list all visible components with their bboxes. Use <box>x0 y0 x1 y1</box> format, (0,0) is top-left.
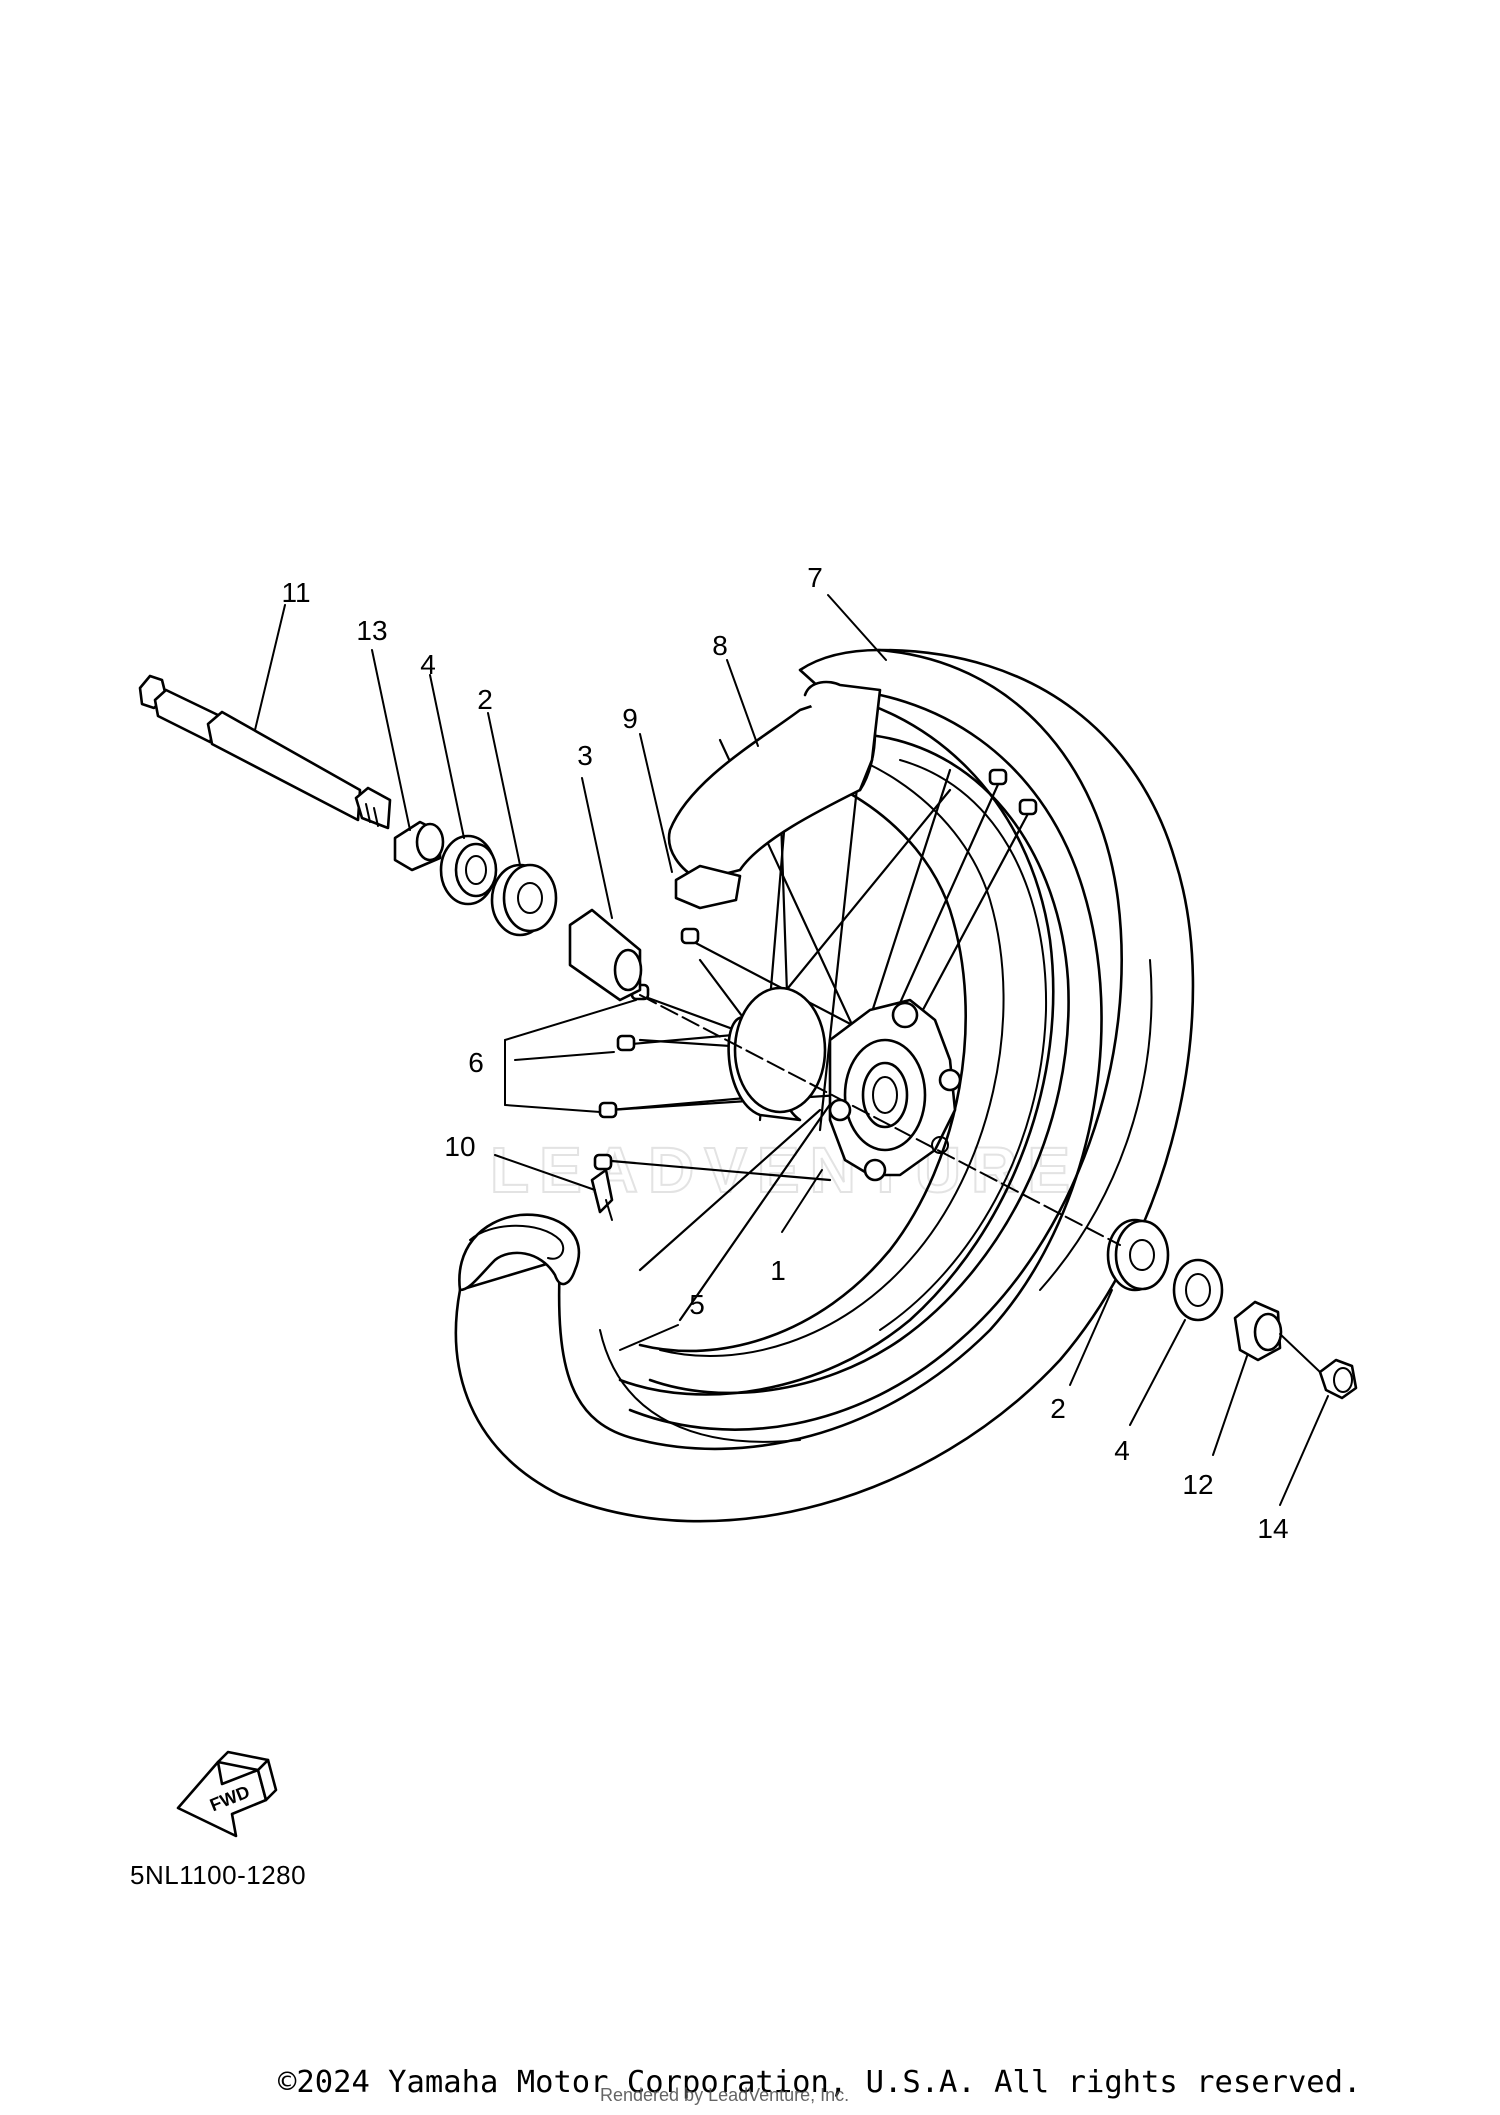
collar-12 <box>1233 1300 1283 1362</box>
spoke-nipple-5 <box>593 1153 613 1171</box>
callout-2-left: 2 <box>477 684 493 715</box>
callout-9: 9 <box>622 703 638 734</box>
callout-7: 7 <box>807 562 823 593</box>
spoke-nipple-1 <box>616 1034 636 1052</box>
spoke-nipple-3 <box>598 1101 618 1119</box>
callout-10: 10 <box>444 1131 475 1162</box>
hub <box>727 986 962 1182</box>
fwd-arrow-icon: FWD <box>176 1750 278 1838</box>
rim-tape <box>674 864 742 910</box>
rim-band <box>667 680 882 882</box>
callout-11: 11 <box>281 577 310 608</box>
callout-1: 1 <box>770 1255 786 1286</box>
collar-13 <box>393 820 445 872</box>
callout-6: 6 <box>468 1047 484 1078</box>
valve <box>590 1168 614 1221</box>
bearing-right <box>1106 1218 1170 1292</box>
spoke-nipple-4 <box>680 927 700 945</box>
callout-numbers: 1 2 2 3 4 4 5 6 7 8 9 10 11 12 13 14 <box>281 562 1288 1544</box>
callout-4-right: 4 <box>1114 1435 1130 1466</box>
callout-14: 14 <box>1257 1513 1288 1544</box>
callout-12: 12 <box>1182 1469 1213 1500</box>
callout-2-right: 2 <box>1050 1393 1066 1424</box>
callout-8: 8 <box>712 630 728 661</box>
callout-3: 3 <box>577 740 593 771</box>
callout-13: 13 <box>356 615 387 646</box>
axle-centerline <box>639 994 1121 1246</box>
copyright-notice: ©2024 Yamaha Motor Corporation, U.S.A. A… <box>278 2065 1362 2100</box>
leader-lines <box>254 594 1329 1506</box>
diagram-code: 5NL1100-1280 <box>130 1860 307 1890</box>
bearing-left <box>490 863 558 937</box>
callout-4-left: 4 <box>420 649 436 680</box>
rim <box>618 648 1123 1431</box>
spoke-nipple-6 <box>988 768 1008 786</box>
tire <box>454 648 1195 1523</box>
spoke-nipple-7 <box>1018 798 1038 816</box>
oil-seal-left <box>439 834 498 906</box>
callout-5: 5 <box>689 1289 705 1320</box>
oil-seal-right <box>1172 1258 1224 1322</box>
spacer <box>568 908 643 1002</box>
axle-nut <box>1318 1358 1358 1400</box>
axle <box>138 674 392 830</box>
rendered-by-notice: Rendered by LeadVenture, Inc. <box>600 2085 850 2105</box>
